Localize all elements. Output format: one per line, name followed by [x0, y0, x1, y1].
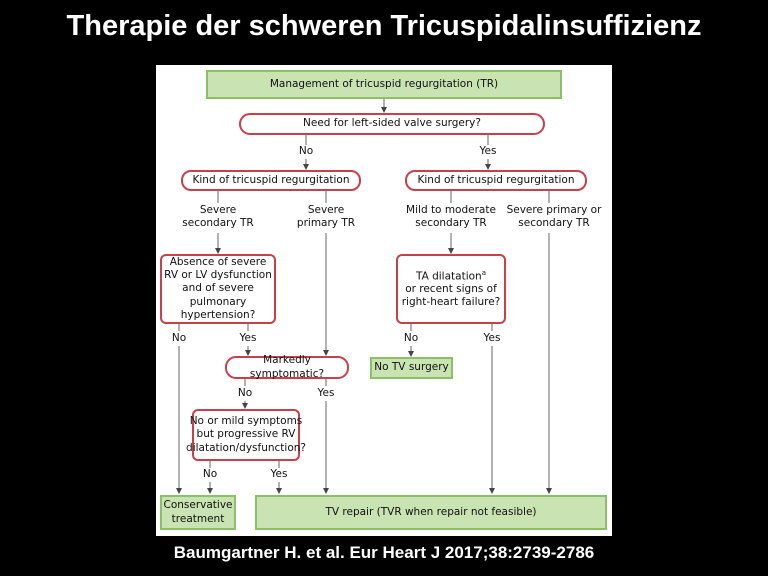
kind-tr-left: Kind of tricuspid regurgitation [181, 170, 361, 191]
kind-tr-right-label: Kind of tricuspid regurgitation [417, 173, 575, 186]
no-mild-symptoms-question: No or mild symptoms but progressive RV d… [186, 409, 306, 461]
management-label: Management of tricuspid regurgitation (T… [269, 77, 499, 90]
no-label-ta: No [403, 332, 419, 344]
tv-repair-label: TV repair (TVR when repair not feasible) [325, 505, 537, 518]
yes-label-markedly: Yes [317, 387, 335, 399]
severe-primary-label: Severe primary TR [296, 204, 356, 230]
absence-question: Absence of severe RV or LV dysfunction a… [160, 254, 276, 324]
no-tv-surgery-label: No TV surgery [374, 361, 449, 374]
flowchart-panel: Management of tricuspid regurgitation (T… [156, 65, 612, 536]
kind-tr-right: Kind of tricuspid regurgitation [405, 170, 587, 191]
ta-footnote: a [481, 268, 486, 277]
ta-dilatation-label: TA dilatation [415, 270, 482, 283]
severe-secondary-label: Severe secondary TR [182, 204, 254, 230]
yes-label-absence: Yes [239, 332, 257, 344]
slide-title: Therapie der schweren Tricuspidalinsuffi… [66, 10, 702, 42]
citation: Baumgartner H. et al. Eur Heart J 2017;3… [173, 543, 595, 562]
left-surgery-question: Need for left-sided valve surgery? [239, 113, 545, 135]
conservative-treatment-label: Conservative treatment [163, 499, 233, 525]
markedly-symptomatic-label: Markedly symptomatic? [249, 354, 325, 380]
connector-lines [176, 99, 552, 494]
absence-question-label: Absence of severe RV or LV dysfunction a… [164, 256, 272, 321]
yes-label-top: Yes [479, 145, 497, 157]
conservative-treatment-box: Conservative treatment [160, 495, 236, 530]
ta-rest-label: or recent signs of right-heart failure? [401, 283, 501, 309]
no-label-markedly: No [237, 387, 253, 399]
markedly-symptomatic-question: Markedly symptomatic? [225, 354, 349, 380]
no-label-top: No [298, 145, 314, 157]
management-box: Management of tricuspid regurgitation (T… [206, 70, 562, 99]
kind-tr-left-label: Kind of tricuspid regurgitation [192, 173, 350, 186]
no-mild-symptoms-label: No or mild symptoms but progressive RV d… [186, 415, 306, 454]
ta-dilatation-question: TA dilatationa or recent signs of right-h… [396, 254, 506, 324]
no-label-absence: No [171, 332, 187, 344]
left-surgery-label: Need for left-sided valve surgery? [303, 117, 481, 130]
severe-prim-or-sec-label: Severe primary or secondary TR [506, 204, 602, 230]
mild-moderate-label: Mild to moderate secondary TR [406, 204, 496, 230]
yes-label-nomild: Yes [270, 468, 288, 480]
yes-label-ta: Yes [483, 332, 501, 344]
tv-repair-box: TV repair (TVR when repair not feasible) [255, 495, 607, 530]
no-label-nomild: No [202, 468, 218, 480]
ta-dilatation-text: TA dilatationa or recent signs of right-h… [398, 269, 504, 310]
no-tv-surgery-box: No TV surgery [370, 357, 453, 379]
